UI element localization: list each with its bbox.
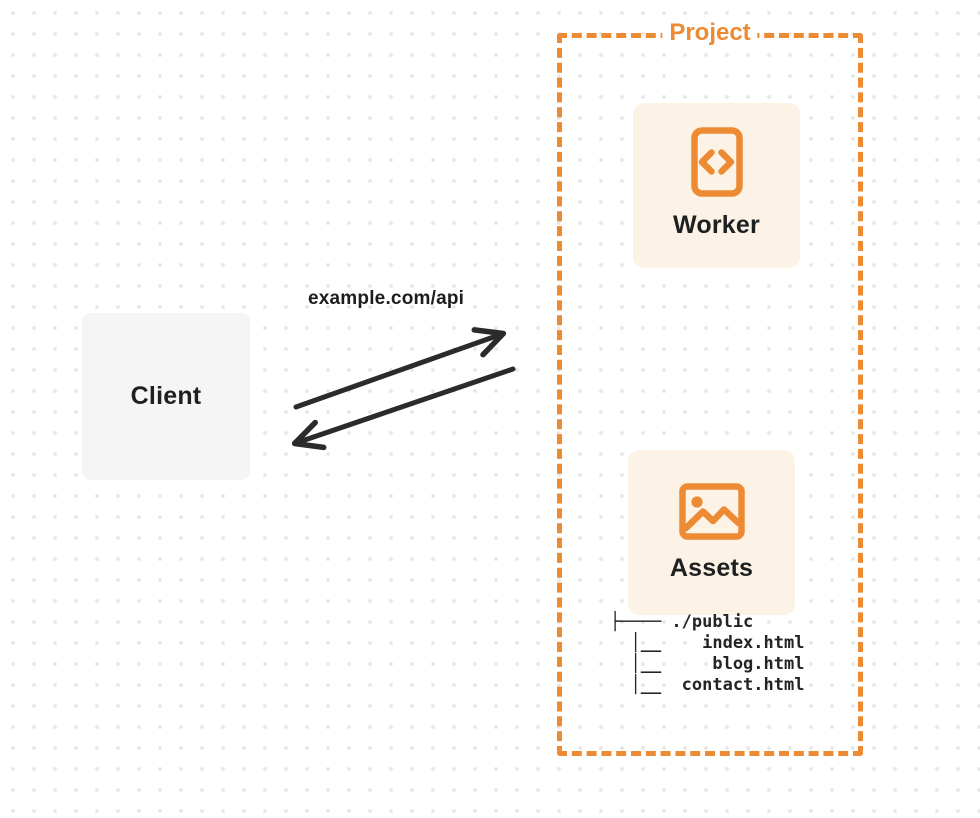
- request-arrow: [293, 327, 507, 410]
- worker-node: Worker: [633, 103, 800, 268]
- assets-label: Assets: [669, 554, 754, 582]
- client-label: Client: [130, 382, 202, 410]
- client-node: Client: [82, 313, 250, 480]
- project-label: Project: [662, 18, 758, 48]
- request-url-label: example.com/api: [308, 288, 465, 309]
- project-group: Project Worker Assets ├──── ./public │__…: [557, 18, 863, 756]
- worker-label: Worker: [673, 211, 760, 239]
- assets-node: Assets: [628, 450, 795, 615]
- image-icon: [678, 483, 745, 540]
- code-document-icon: [690, 127, 743, 197]
- file-tree: ├──── ./public │__ index.html │__ blog.h…: [610, 612, 805, 695]
- response-arrow: [291, 366, 516, 451]
